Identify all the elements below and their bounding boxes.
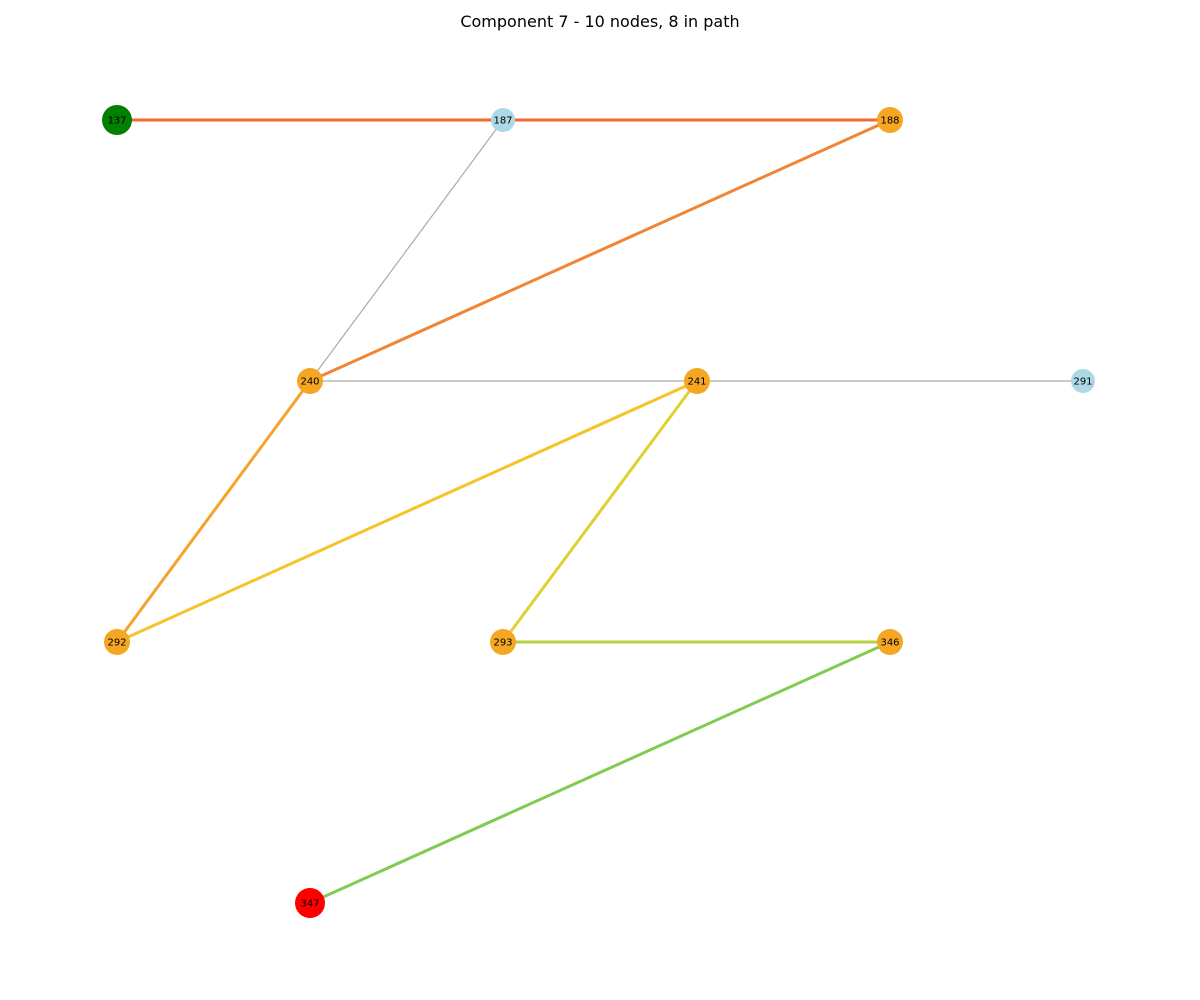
node-240: 240	[297, 368, 323, 394]
node-293: 293	[490, 629, 516, 655]
node-label: 137	[107, 116, 126, 127]
node-187: 187	[491, 108, 515, 132]
node-label: 187	[493, 116, 512, 127]
edges-layer	[115, 118, 1084, 905]
node-346: 346	[877, 629, 903, 655]
node-label: 188	[880, 116, 899, 127]
node-circle	[877, 107, 903, 133]
node-label: 240	[300, 377, 319, 388]
diagram-title: Component 7 - 10 nodes, 8 in path	[460, 12, 740, 31]
node-circle	[490, 629, 516, 655]
node-292: 292	[104, 629, 130, 655]
node-circle	[297, 368, 323, 394]
node-circle	[1071, 369, 1095, 393]
node-circle	[102, 105, 132, 135]
node-347: 347	[295, 888, 325, 918]
node-circle	[104, 629, 130, 655]
edge-292-241	[115, 379, 699, 644]
node-label: 293	[493, 638, 512, 649]
edge-240-292	[115, 379, 312, 644]
edge-241-293	[501, 379, 699, 644]
node-label: 346	[880, 638, 899, 649]
node-label: 292	[107, 638, 126, 649]
node-188: 188	[877, 107, 903, 133]
node-circle	[491, 108, 515, 132]
node-circle	[877, 629, 903, 655]
node-291: 291	[1071, 369, 1095, 393]
edge-187-240	[309, 119, 504, 382]
nodes-layer: 137 187 188 240 241 291 292 293 346 347	[102, 105, 1095, 918]
node-137: 137	[102, 105, 132, 135]
node-label: 291	[1073, 377, 1092, 388]
node-241: 241	[684, 368, 710, 394]
edge-188-240	[308, 118, 892, 383]
node-label: 241	[687, 377, 706, 388]
node-circle	[295, 888, 325, 918]
edge-346-347	[308, 640, 892, 905]
node-circle	[684, 368, 710, 394]
node-label: 347	[300, 899, 319, 910]
